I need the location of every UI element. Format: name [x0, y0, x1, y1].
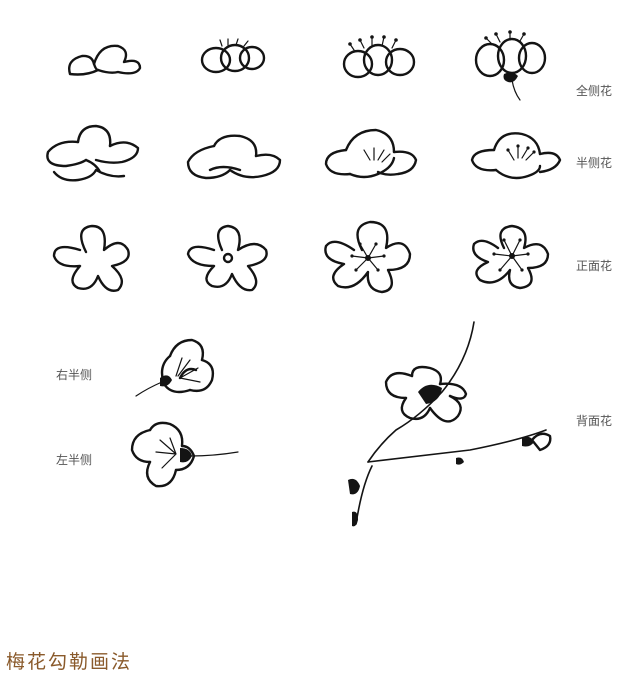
half-side-blossom-2	[186, 134, 282, 180]
label-right-half: 右半侧	[56, 368, 93, 382]
full-side-blossom-1	[68, 44, 142, 76]
label-back: 背面花	[576, 414, 613, 428]
half-side-blossom-3	[324, 128, 418, 179]
back-blossom-branch	[348, 321, 552, 527]
label-left-half: 左半侧	[56, 453, 93, 467]
left-half-side-blossom	[130, 421, 239, 488]
full-side-blossom-4	[474, 30, 547, 101]
full-side-blossom-2	[200, 38, 266, 74]
right-half-side-blossom	[135, 338, 215, 397]
full-side-blossom-3	[342, 35, 416, 79]
front-blossom-2	[186, 224, 268, 292]
front-blossom-4	[472, 224, 550, 290]
half-side-blossom-4	[470, 132, 562, 180]
label-front: 正面花	[576, 259, 613, 273]
label-half-side: 半侧花	[576, 156, 613, 170]
front-blossom-3	[324, 220, 412, 294]
label-full-side: 全侧花	[576, 84, 613, 98]
half-side-blossom-1	[46, 124, 140, 182]
page-title: 梅花勾勒画法	[6, 651, 133, 673]
front-blossom-1	[52, 224, 130, 292]
